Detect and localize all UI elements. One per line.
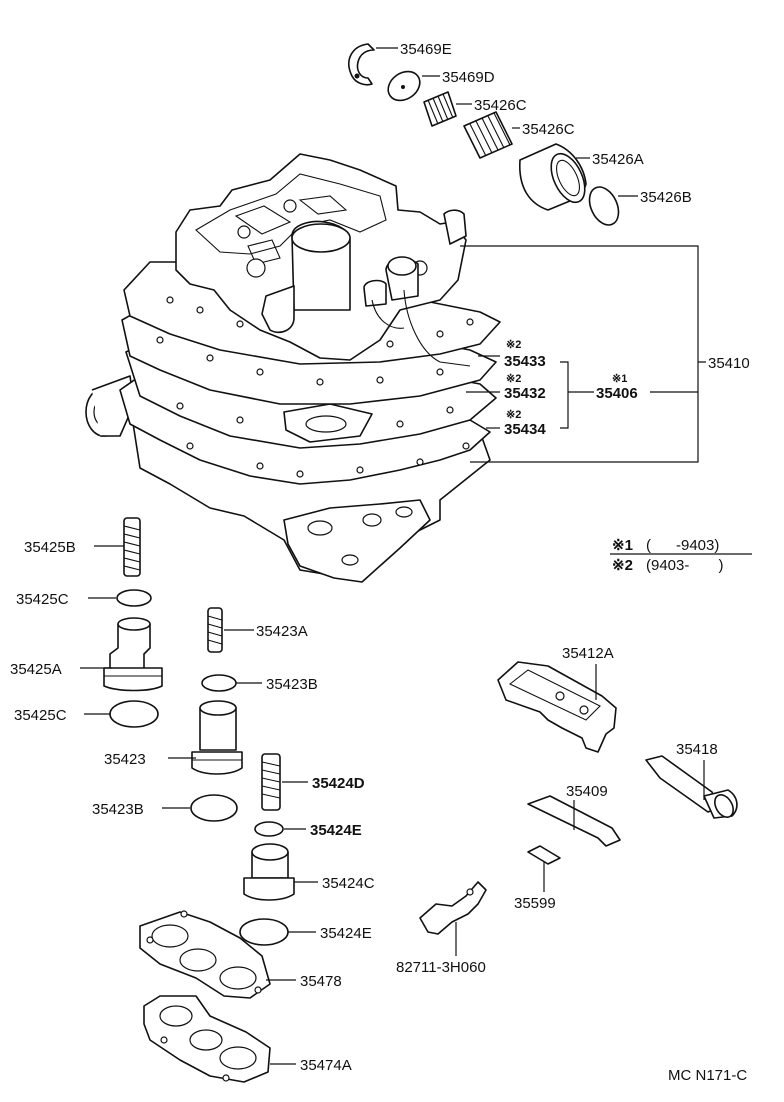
plate-35599	[527, 845, 561, 865]
label-35423B-top: 35423B	[266, 676, 318, 693]
label-35424E-bottom: 35424E	[320, 925, 372, 942]
spring-35423A	[207, 607, 223, 653]
label-35434: 35434	[504, 421, 546, 438]
snap-ring-35469E	[348, 43, 375, 86]
note-mark-35406: ※1	[612, 373, 627, 385]
bracket-82711	[419, 881, 487, 935]
o-ring-35424E-bottom	[239, 918, 289, 946]
o-ring-35425C-bottom	[109, 700, 159, 728]
note-mark-35434: ※2	[506, 409, 521, 421]
solenoid-35418	[645, 755, 738, 819]
label-35425C-top: 35425C	[16, 591, 69, 608]
label-35474A: 35474A	[300, 1057, 352, 1074]
legend-range-1: ( -9403)	[646, 537, 719, 554]
legend-mark-2: ※2	[612, 557, 633, 574]
note-mark-35432: ※2	[506, 373, 521, 385]
legend-mark-1: ※1	[612, 537, 633, 554]
label-35425B: 35425B	[24, 539, 76, 556]
label-35426C-large: 35426C	[522, 121, 575, 138]
cover-35474A	[143, 995, 271, 1083]
callout-labels: 35469E 35469D 35426C 35426C 35426A 35426…	[10, 41, 750, 1084]
label-35423A: 35423A	[256, 623, 308, 640]
plate-35469D	[387, 70, 421, 102]
o-ring-35423B-bottom	[190, 794, 238, 822]
label-35418: 35418	[676, 741, 718, 758]
plug-35423	[191, 700, 243, 775]
label-35424D: 35424D	[312, 775, 365, 792]
o-ring-35424E-top	[254, 821, 284, 837]
label-35432: 35432	[504, 385, 546, 402]
label-35410: 35410	[708, 355, 750, 372]
label-35409: 35409	[566, 783, 608, 800]
o-ring-35425C-top	[116, 589, 152, 607]
label-35599: 35599	[514, 895, 556, 912]
label-35425C-bottom: 35425C	[14, 707, 67, 724]
label-35469E: 35469E	[400, 41, 452, 58]
label-35478: 35478	[300, 973, 342, 990]
label-35412A: 35412A	[562, 645, 614, 662]
label-35425A: 35425A	[10, 661, 62, 678]
label-35426C-small: 35426C	[474, 97, 527, 114]
label-82711-3H060: 82711-3H060	[396, 959, 486, 976]
note-mark-35433: ※2	[506, 339, 521, 351]
label-35424E-top: 35424E	[310, 822, 362, 839]
legend: ※1 ( -9403) ※2 (9403- )	[612, 537, 724, 574]
label-35426A: 35426A	[592, 151, 644, 168]
legend-range-2: (9403- )	[646, 557, 724, 574]
label-35423: 35423	[104, 751, 146, 768]
label-35426B: 35426B	[640, 189, 692, 206]
gasket-35478	[139, 910, 271, 999]
label-35423B-bottom: 35423B	[92, 801, 144, 818]
label-35469D: 35469D	[442, 69, 495, 86]
leader-lines	[80, 47, 706, 1065]
label-35406: 35406	[596, 385, 638, 402]
o-ring-35426B	[588, 186, 620, 226]
spring-35426C-large	[463, 111, 513, 159]
cover-35412A	[497, 661, 617, 753]
valve-body-assembly-35410	[85, 153, 501, 583]
plug-35424C	[243, 843, 295, 901]
label-35424C: 35424C	[322, 875, 375, 892]
piston-35426A	[519, 143, 587, 211]
plug-35425A	[103, 617, 163, 692]
o-ring-35423B-top	[201, 674, 237, 692]
spring-35426C-small	[423, 91, 457, 127]
spring-35425B	[123, 517, 141, 577]
spring-35424D	[261, 753, 281, 811]
diagram-code: MC N171-C	[668, 1067, 747, 1084]
label-35433: 35433	[504, 353, 546, 370]
